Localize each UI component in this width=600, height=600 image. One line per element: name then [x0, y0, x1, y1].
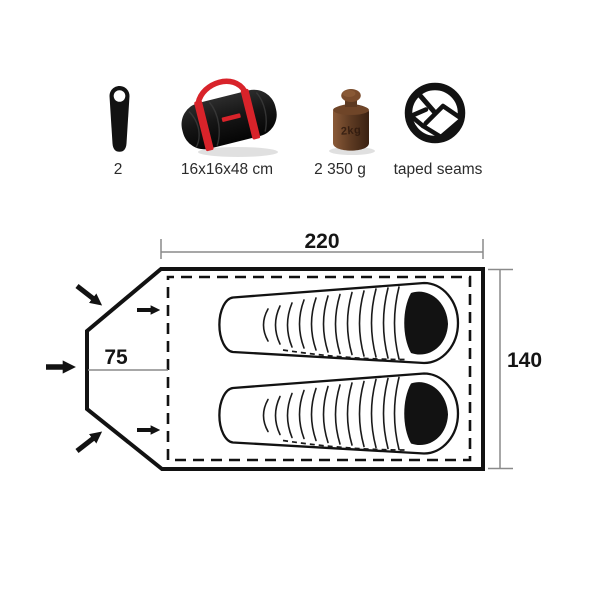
- pole-count-label: 2: [114, 161, 123, 178]
- bag-handle: [195, 78, 248, 104]
- weight-label: 2 350 g: [314, 161, 366, 178]
- weight-icon: 2kg: [329, 89, 375, 155]
- entrance-arrow-top-diagonal: [75, 284, 103, 306]
- vestibule-dimension: 75: [88, 346, 168, 371]
- entrance-arrows: [46, 284, 161, 453]
- taped-seams-label: taped seams: [394, 161, 483, 178]
- bag-strap-right: [240, 88, 261, 140]
- weight-embossed-text: 2kg: [340, 124, 361, 137]
- tent-pole-peg-icon: [109, 86, 130, 152]
- width-value: 140: [507, 349, 542, 372]
- sleeping-bag-1: [218, 281, 460, 365]
- entrance-arrow-bottom-diagonal: [75, 431, 103, 453]
- taped-seams-icon: [404, 82, 466, 144]
- length-dimension: 220: [160, 230, 484, 259]
- sleeping-bag-2: [218, 372, 460, 455]
- bag-brand-mark: [221, 113, 241, 122]
- bag-strap-left: [194, 100, 214, 152]
- length-value: 220: [304, 230, 339, 253]
- packed-size-label: 16x16x48 cm: [181, 161, 273, 178]
- width-dimension: 140: [488, 268, 542, 470]
- inner-tent-dashed-outline: [166, 275, 472, 462]
- tent-floorplan: 220 140 75: [46, 230, 542, 471]
- packed-bag-icon: [181, 78, 278, 157]
- vestibule-value: 75: [104, 346, 128, 369]
